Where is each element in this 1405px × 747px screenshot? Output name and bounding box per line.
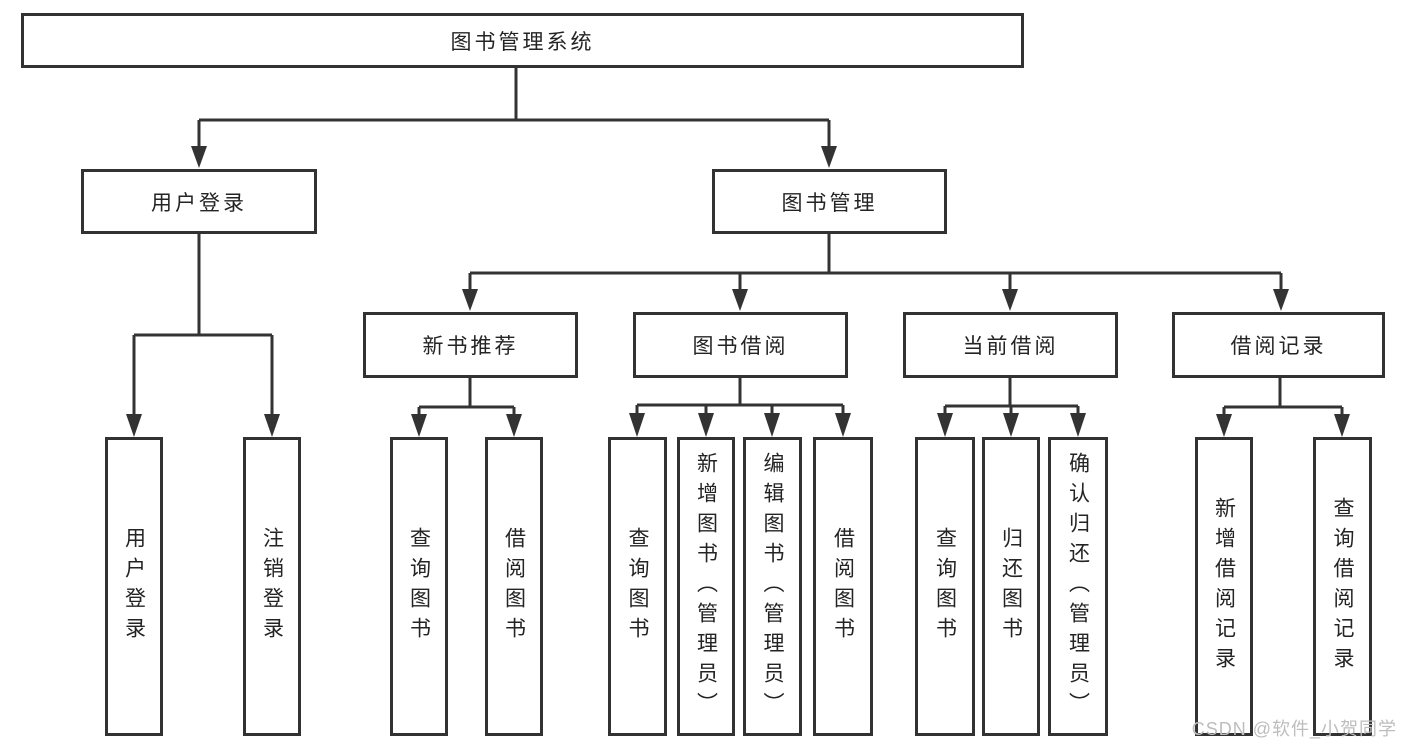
edge-records-children: [1216, 378, 1350, 437]
leaf-recommend-query-books: 查询图书: [390, 437, 448, 736]
node-label: 借阅记录: [1230, 335, 1327, 358]
node-label: 查询借阅记录: [1331, 496, 1355, 677]
node-label: 确认归还（管理员）: [1066, 451, 1090, 722]
edge-book-management-children: [462, 234, 1289, 311]
leaf-add-books-admin: 新增图书（管理员）: [677, 437, 735, 736]
node-user-login: 用户登录: [81, 169, 317, 234]
edge-borrow-children: [629, 378, 851, 437]
node-label: 用户登录: [122, 526, 146, 647]
node-label: 图书管理系统: [450, 30, 595, 54]
node-label: 新书推荐: [422, 335, 519, 358]
node-book-management-system: 图书管理系统: [21, 13, 1024, 68]
leaf-confirm-return-admin: 确认归还（管理员）: [1048, 437, 1108, 736]
node-label: 查询图书: [933, 526, 957, 647]
node-label: 编辑图书（管理员）: [761, 451, 785, 722]
leaf-return-books: 归还图书: [982, 437, 1040, 736]
leaf-user-login: 用户登录: [105, 437, 163, 736]
edge-root-to-level1: [191, 68, 837, 168]
edge-current-children: [937, 378, 1086, 437]
node-current-borrow: 当前借阅: [903, 312, 1118, 378]
node-new-book-recommend: 新书推荐: [363, 312, 578, 378]
node-label: 图书借阅: [692, 335, 789, 358]
edge-user-login-children: [126, 234, 280, 437]
leaf-logout: 注销登录: [243, 437, 301, 736]
node-book-borrow: 图书借阅: [633, 312, 848, 378]
node-label: 图书管理: [781, 191, 878, 215]
leaf-borrow-query-books: 查询图书: [608, 437, 667, 736]
node-label: 用户登录: [151, 191, 247, 215]
node-label: 借阅图书: [831, 526, 855, 647]
csdn-watermark: CSDN @软件_小贺同学: [1191, 719, 1397, 739]
leaf-add-borrow-record: 新增借阅记录: [1195, 437, 1253, 736]
edge-recommend-children: [411, 378, 522, 437]
node-borrow-records: 借阅记录: [1172, 312, 1385, 378]
node-label: 借阅图书: [502, 526, 526, 647]
leaf-query-borrow-record: 查询借阅记录: [1313, 437, 1372, 736]
node-label: 查询图书: [407, 526, 431, 647]
node-label: 查询图书: [626, 526, 650, 647]
leaf-current-query-books: 查询图书: [915, 437, 975, 736]
node-label: 当前借阅: [962, 335, 1059, 358]
node-label: 归还图书: [999, 526, 1023, 647]
node-label: 注销登录: [260, 526, 284, 647]
leaf-edit-books-admin: 编辑图书（管理员）: [743, 437, 802, 736]
node-book-management: 图书管理: [712, 169, 947, 234]
leaf-recommend-borrow-books: 借阅图书: [485, 437, 543, 736]
leaf-borrow-books: 借阅图书: [813, 437, 873, 736]
node-label: 新增图书（管理员）: [694, 451, 718, 722]
node-label: 新增借阅记录: [1212, 496, 1236, 677]
